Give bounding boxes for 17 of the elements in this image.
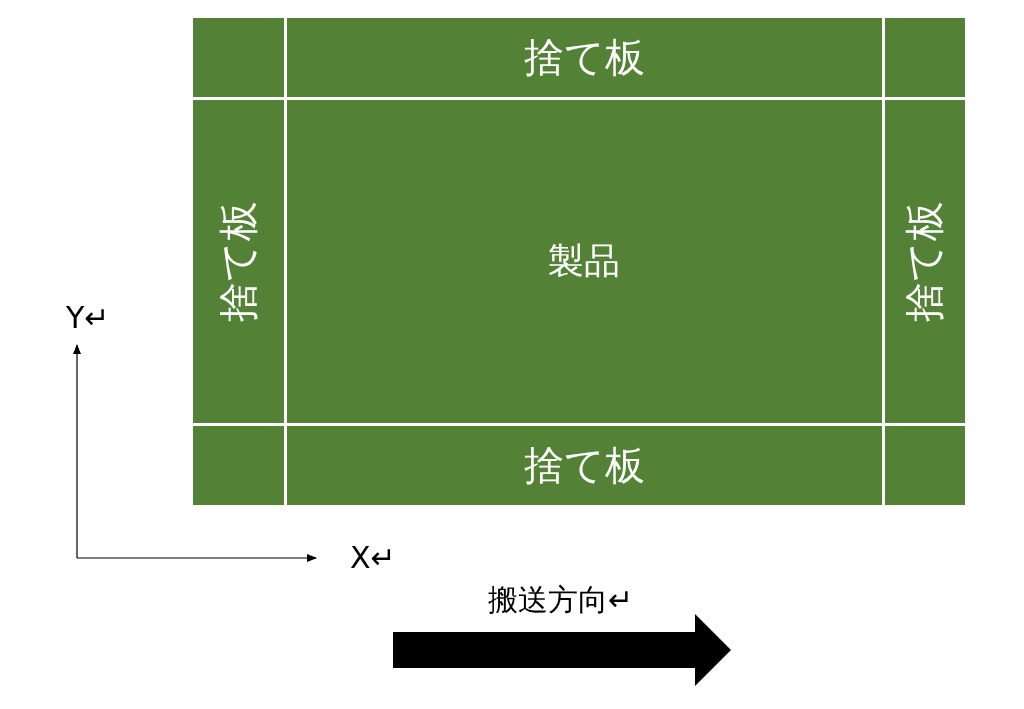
panel-label: 捨て板 [523, 32, 645, 82]
axis-label: Y↵ [66, 300, 110, 335]
panel-label: 捨て板 [900, 200, 949, 322]
scrap-board-panel [286, 18, 882, 97]
scrap-board-panel [286, 425, 882, 505]
corner-panel [884, 425, 965, 505]
product-panel [286, 99, 882, 423]
direction-label: 搬送方向↵ [488, 581, 634, 619]
corner-panel [193, 425, 284, 505]
corner-panel [193, 18, 284, 97]
panel-label: 捨て板 [213, 200, 262, 322]
scrap-board-panel [193, 99, 284, 423]
axis-label: X↵ [350, 540, 396, 575]
scrap-board-panel [884, 99, 965, 423]
panel-label: 製品 [548, 238, 620, 283]
corner-panel [884, 18, 965, 97]
panel-label: 捨て板 [523, 440, 645, 490]
